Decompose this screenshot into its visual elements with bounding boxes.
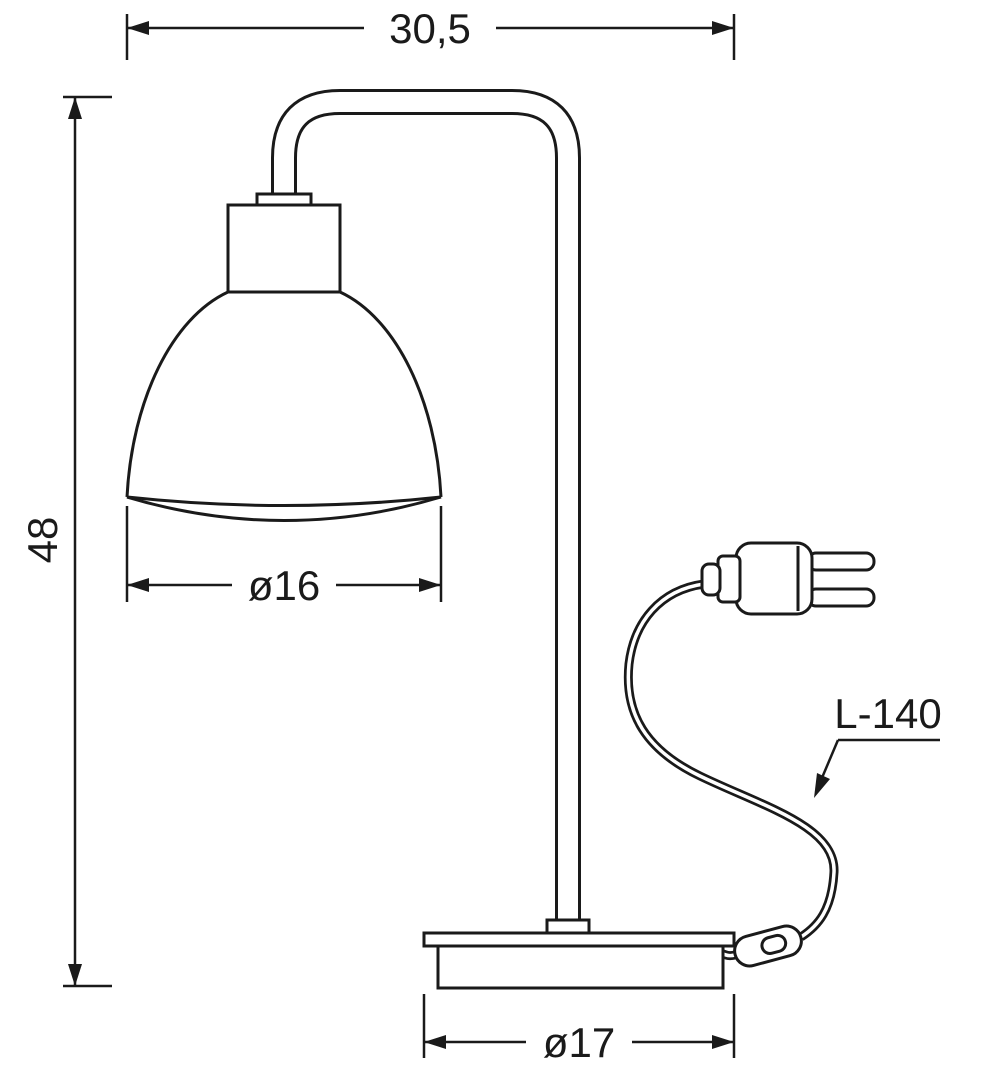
pole-base-collar: [545, 918, 591, 935]
arrow-top: [68, 97, 82, 119]
arrow-right: [712, 1035, 734, 1049]
plug-prong-top: [806, 551, 876, 572]
inline-switch: [733, 924, 803, 968]
plug-cord-grip: [700, 562, 722, 597]
label-background: [232, 564, 336, 606]
socket-collar: [255, 192, 313, 207]
arrow-bottom: [68, 964, 82, 986]
dimension-shade-diameter: ø16: [125, 506, 443, 609]
arrow-right: [712, 21, 734, 35]
base-body: [436, 944, 725, 990]
power-cable: [623, 579, 839, 961]
shade-rim-back: [126, 495, 442, 507]
cable-length-label: L-140: [834, 690, 941, 737]
shade-right-curve: [339, 290, 443, 498]
lamp-arm: [271, 89, 591, 935]
switch-button: [760, 933, 788, 955]
label-background: [364, 8, 496, 50]
dimension-overall-height: 48: [19, 95, 112, 988]
dimension-overall-depth: 30,5: [125, 5, 736, 60]
base-top-plate: [422, 931, 736, 948]
arrow-left: [127, 21, 149, 35]
arrow-left: [127, 578, 149, 592]
arrow-left: [424, 1035, 446, 1049]
arm-tube-inner: [274, 92, 578, 932]
shade-left-curve: [125, 290, 229, 498]
dimension-label-shade: ø16: [248, 562, 320, 609]
dimension-label-height: 48: [19, 517, 66, 564]
label-background: [526, 1021, 632, 1063]
dimension-base-diameter: ø17: [422, 994, 736, 1066]
leader-arrow: [814, 773, 830, 798]
dimension-label-depth: 30,5: [389, 5, 471, 52]
dimension-label-base: ø17: [543, 1019, 615, 1066]
lamp-shade: [125, 192, 443, 522]
plug-body: [734, 541, 814, 616]
plug-prong-bottom: [806, 587, 876, 608]
shade-rim-front: [126, 495, 442, 522]
cable-line: [623, 579, 839, 941]
cable-length-callout: L-140: [814, 690, 942, 798]
lamp-socket: [226, 203, 342, 294]
arrow-right: [419, 578, 441, 592]
shade-fill: [127, 292, 441, 521]
power-plug: [700, 541, 876, 616]
cable-line-inner: [626, 582, 836, 939]
lamp-base: [422, 931, 736, 990]
